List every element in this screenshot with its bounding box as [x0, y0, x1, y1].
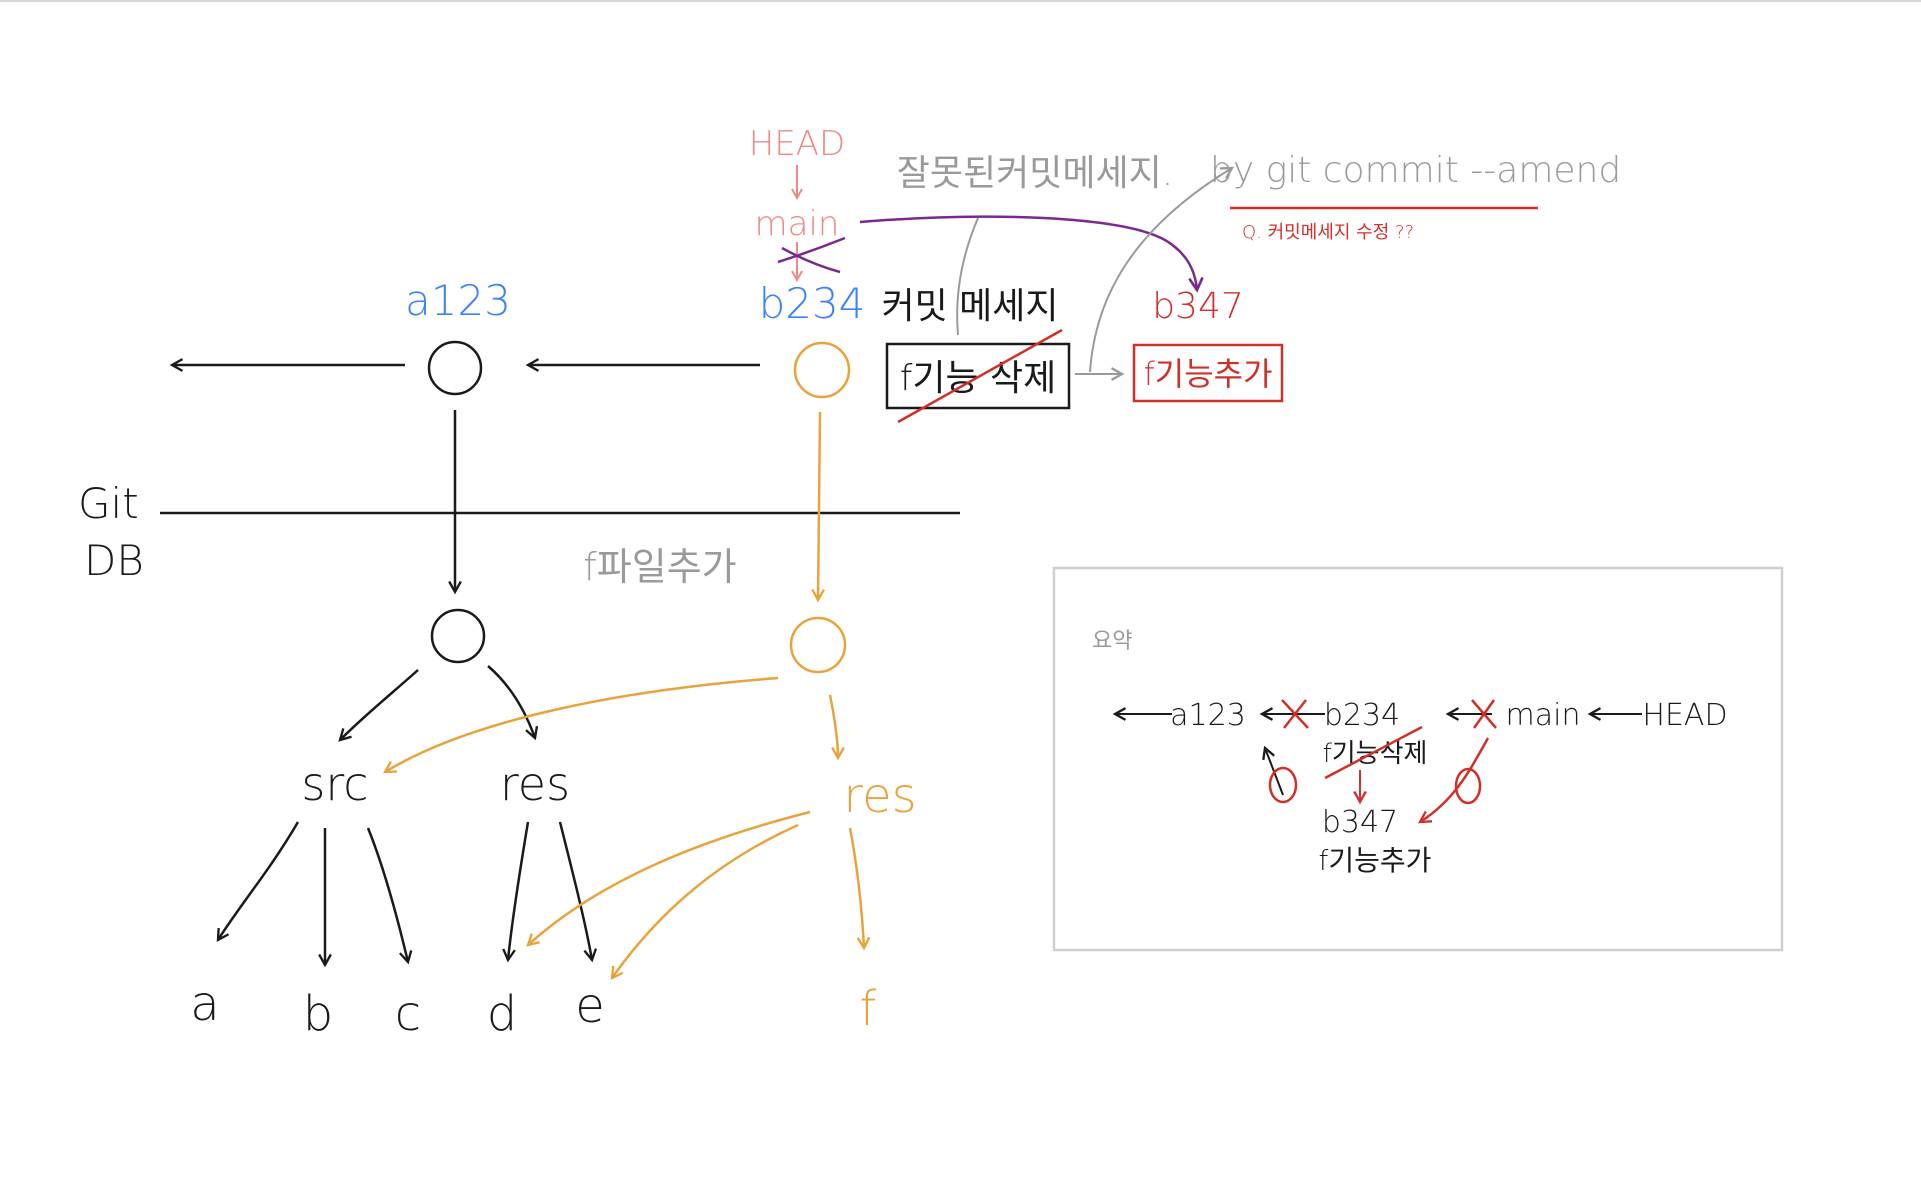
file-f: f	[860, 981, 877, 1037]
new-res-to-d-arrow	[528, 810, 811, 945]
commit-a123-label: a123	[405, 276, 511, 325]
commit-b234-node	[793, 341, 851, 399]
src-to-a-arrow	[218, 821, 300, 940]
main-label: main	[755, 204, 840, 244]
new-tree-to-src-arrow	[385, 676, 779, 772]
summary-ok-mark-left	[1268, 766, 1298, 804]
wrong-message-note: 잘못된커밋메세지.	[897, 153, 1173, 194]
git-db-label-line2: DB	[84, 536, 144, 585]
amend-command: by git commit --amend	[1210, 150, 1621, 191]
tree-a123-node	[430, 608, 486, 664]
head-label: HEAD	[749, 124, 846, 164]
new-res-to-e-arrow	[612, 823, 799, 978]
summary-b234: b234	[1324, 698, 1400, 733]
src-to-c-arrow	[366, 827, 408, 962]
cross-out-stroke-2	[781, 246, 841, 274]
amend-pointer-arrow	[1089, 168, 1232, 373]
new-message-box	[1132, 343, 1284, 403]
summary-main-to-b347-arrow	[1420, 737, 1490, 822]
summary-main: main	[1506, 698, 1581, 733]
res-new-folder-label: res	[843, 768, 916, 824]
add-file-note: f파일추가	[583, 545, 736, 589]
file-a: a	[190, 976, 219, 1032]
new-message-text: f기능추가	[1143, 355, 1272, 393]
file-b: b	[303, 986, 333, 1042]
commit-b234-label: b234	[759, 279, 866, 328]
question-note: Q. 커밋메세지 수정 ??	[1242, 222, 1414, 243]
new-res-to-f-arrow	[848, 827, 864, 948]
new-tree-to-res-arrow	[828, 694, 838, 758]
summary-b234-message-strike	[1324, 725, 1423, 780]
res-to-e-arrow	[558, 821, 592, 960]
tree-b234-node	[789, 616, 847, 674]
cross-out-stroke-1	[777, 236, 846, 264]
main-redirect-arrow	[859, 215, 1197, 290]
tree-to-res-arrow	[487, 665, 535, 738]
commit-b347-label: b347	[1152, 286, 1244, 327]
file-e: e	[575, 978, 605, 1034]
res-to-d-arrow	[508, 821, 530, 960]
summary-head: HEAD	[1642, 698, 1727, 733]
res-old-folder-label: res	[500, 757, 570, 811]
summary-ok-mark-right	[1454, 767, 1482, 805]
summary-b234-link-cross-b	[1283, 699, 1307, 729]
summary-b347-message: f기능추가	[1319, 844, 1432, 877]
file-d: d	[487, 986, 517, 1042]
summary-box	[1052, 566, 1784, 952]
file-c: c	[395, 986, 421, 1042]
old-message-strike	[897, 328, 1063, 424]
src-folder-label: src	[301, 757, 368, 811]
commit-message-label: 커밋 메세지	[881, 286, 1058, 327]
commit-a123-node	[427, 340, 483, 396]
old-message-box	[885, 342, 1071, 410]
wrong-note-pointer	[956, 217, 979, 336]
summary-title: 요약	[1092, 629, 1132, 654]
b234-to-tree-arrow	[818, 411, 820, 600]
summary-main-link-cross-b	[1472, 699, 1496, 729]
git-db-label-line1: Git	[78, 479, 139, 528]
summary-a123: a123	[1170, 698, 1246, 733]
tree-to-src-arrow	[340, 669, 419, 740]
summary-b234-message: f기능삭제	[1323, 739, 1428, 769]
summary-b347: b347	[1322, 805, 1398, 840]
